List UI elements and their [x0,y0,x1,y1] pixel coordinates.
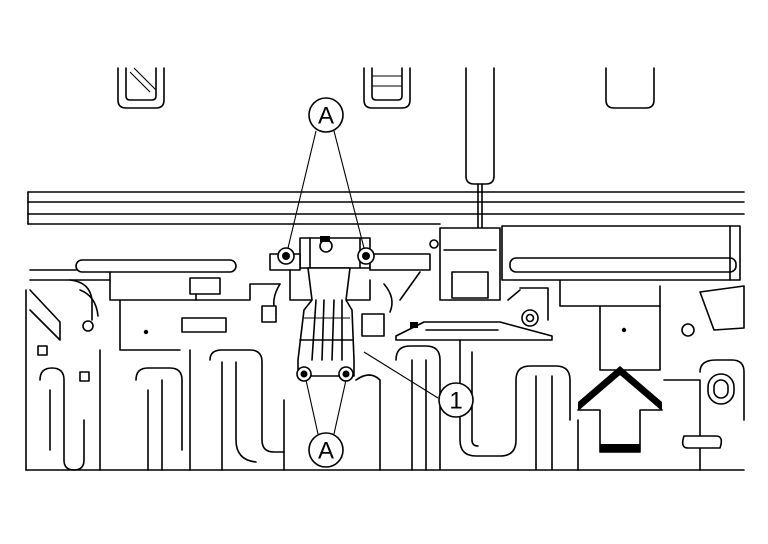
floor-pan [25,289,745,471]
bolt-top-right [357,247,375,265]
upper-frame-rail [27,191,745,225]
top-slot-left [117,67,165,109]
battery-strap [261,267,385,377]
left-side-panel [29,279,99,382]
callout-a-top: A [308,97,344,133]
leader-lines [287,130,439,435]
center-block [395,227,553,341]
bolt-bottom-left [296,366,312,382]
callout-a-bottom-label: A [318,438,334,465]
right-module [501,225,745,371]
bolt-top-left [277,247,295,265]
callout-a-top-label: A [318,103,334,130]
callout-a-bottom: A [308,432,344,468]
callout-1: 1 [438,382,474,418]
top-slot-right [605,67,655,109]
bolt-bottom-right [338,366,354,382]
top-slot-center [363,67,411,109]
front-direction-arrow [577,366,663,453]
left-shelf [29,259,281,351]
central-bracket [269,236,431,315]
vertical-rod [465,67,495,231]
callout-1-label: 1 [449,388,462,415]
